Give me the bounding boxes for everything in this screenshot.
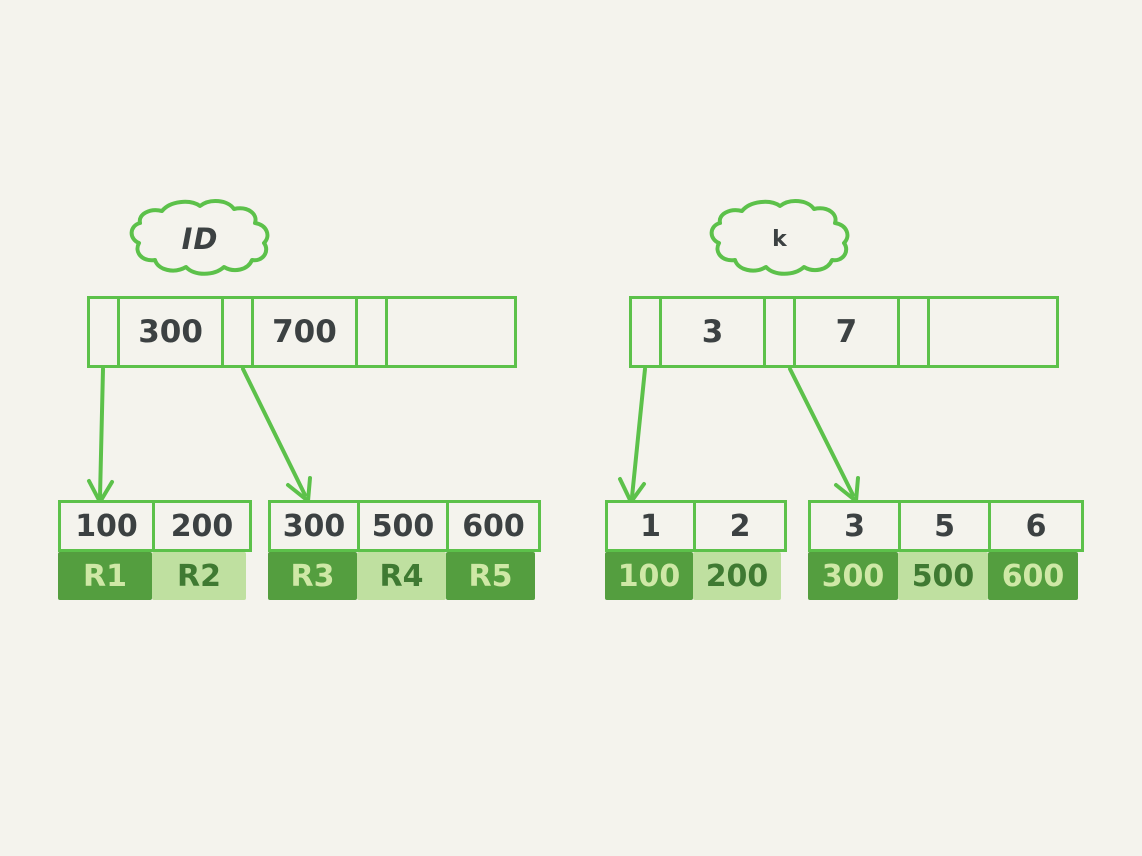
record-block: 500 — [898, 552, 988, 600]
index-node-k-pointer-0[interactable] — [632, 299, 663, 365]
cloud-label-k: k — [704, 198, 856, 280]
record-block: R2 — [152, 552, 246, 600]
index-node-k[interactable]: 3 7 — [629, 296, 1059, 368]
record-block: R5 — [446, 552, 535, 600]
leaf-key-cell: 3 — [811, 503, 901, 549]
leaf-node-id-2[interactable]: 300 500 600 R3 R4 R5 — [268, 500, 541, 600]
index-node-id-pointer-2[interactable] — [358, 299, 389, 365]
leaf-key-cell: 5 — [901, 503, 991, 549]
index-node-id-empty-slot — [388, 299, 514, 365]
index-node-id-key-0: 300 — [120, 299, 224, 365]
leaf-key-cell: 2 — [729, 508, 751, 544]
index-node-id-key-1: 700 — [254, 299, 358, 365]
arrow-id-ptr1-to-leaf1 — [87, 367, 114, 504]
leaf-node-k-2[interactable]: 3 5 6 300 500 600 — [808, 500, 1084, 600]
leaf-node-id-2-keys: 300 500 600 — [268, 500, 541, 552]
leaf-key-cell: 6 — [1025, 508, 1047, 544]
cloud-label-k-text: k — [772, 226, 788, 252]
record-block: R1 — [58, 552, 152, 600]
record-block: 300 — [808, 552, 898, 600]
arrow-k-ptr1-to-leaf1 — [618, 367, 647, 504]
record-block: 100 — [605, 552, 693, 600]
index-node-k-key-1: 7 — [796, 299, 900, 365]
leaf-key-cell: 300 — [271, 503, 360, 549]
cloud-label-id-text: ID — [181, 222, 219, 256]
index-node-k-empty-slot — [930, 299, 1056, 365]
leaf-key-cell: 200 — [170, 508, 234, 544]
index-node-id-pointer-1[interactable] — [224, 299, 255, 365]
cloud-shape-icon — [129, 199, 270, 276]
arrow-id-ptr2-to-leaf2 — [241, 367, 312, 503]
leaf-node-id-1-records: R1 R2 — [58, 552, 252, 600]
record-block: 200 — [693, 552, 781, 600]
leaf-node-id-1[interactable]: 100 200 R1 R2 — [58, 500, 252, 600]
record-block: R4 — [357, 552, 446, 600]
leaf-key-cell: 600 — [462, 508, 525, 544]
leaf-node-id-2-records: R3 R4 R5 — [268, 552, 541, 600]
leaf-node-id-1-keys: 100 200 — [58, 500, 252, 552]
index-node-k-key-0: 3 — [662, 299, 766, 365]
leaf-key-cell: 1 — [608, 503, 696, 549]
leaf-key-cell: 500 — [360, 503, 449, 549]
record-block: 600 — [988, 552, 1078, 600]
index-node-k-pointer-2[interactable] — [900, 299, 931, 365]
index-node-id[interactable]: 300 700 — [87, 296, 517, 368]
cloud-shape-icon — [709, 199, 850, 276]
record-block: R3 — [268, 552, 357, 600]
leaf-node-k-2-records: 300 500 600 — [808, 552, 1084, 600]
arrow-k-ptr2-to-leaf2 — [788, 367, 860, 503]
index-node-id-pointer-0[interactable] — [90, 299, 121, 365]
leaf-node-k-1-keys: 1 2 — [605, 500, 787, 552]
leaf-node-k-1-records: 100 200 — [605, 552, 787, 600]
leaf-node-k-1[interactable]: 1 2 100 200 — [605, 500, 787, 600]
index-node-k-pointer-1[interactable] — [766, 299, 797, 365]
leaf-node-k-2-keys: 3 5 6 — [808, 500, 1084, 552]
cloud-label-id: ID — [124, 198, 276, 280]
leaf-key-cell: 100 — [61, 503, 155, 549]
